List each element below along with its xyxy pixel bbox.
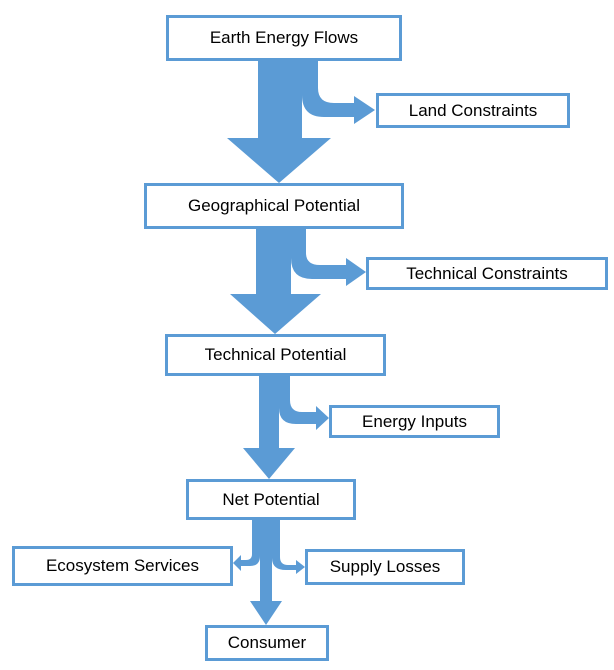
arrow-geo-to-techcon [291,229,366,286]
node-net-potential: Net Potential [186,479,356,520]
arrow-techpot-to-energy [279,376,329,430]
arrow-techpot-to-net [243,376,295,479]
node-technical-potential: Technical Potential [165,334,386,376]
node-energy-inputs: Energy Inputs [329,405,500,438]
arrow-net-to-consumer [250,520,282,625]
node-earth-energy-flows: Earth Energy Flows [166,15,402,61]
node-geographical-potential: Geographical Potential [144,183,404,229]
arrow-earth-to-geo [227,61,331,183]
node-technical-constraints: Technical Constraints [366,257,608,290]
arrow-net-to-eco [233,520,260,571]
arrow-earth-to-land [302,61,375,124]
node-supply-losses: Supply Losses [305,549,465,585]
node-land-constraints: Land Constraints [376,93,570,128]
arrow-net-to-supply [272,520,305,574]
node-consumer: Consumer [205,625,329,661]
arrow-geo-to-techpot [230,229,321,334]
node-ecosystem-services: Ecosystem Services [12,546,233,586]
